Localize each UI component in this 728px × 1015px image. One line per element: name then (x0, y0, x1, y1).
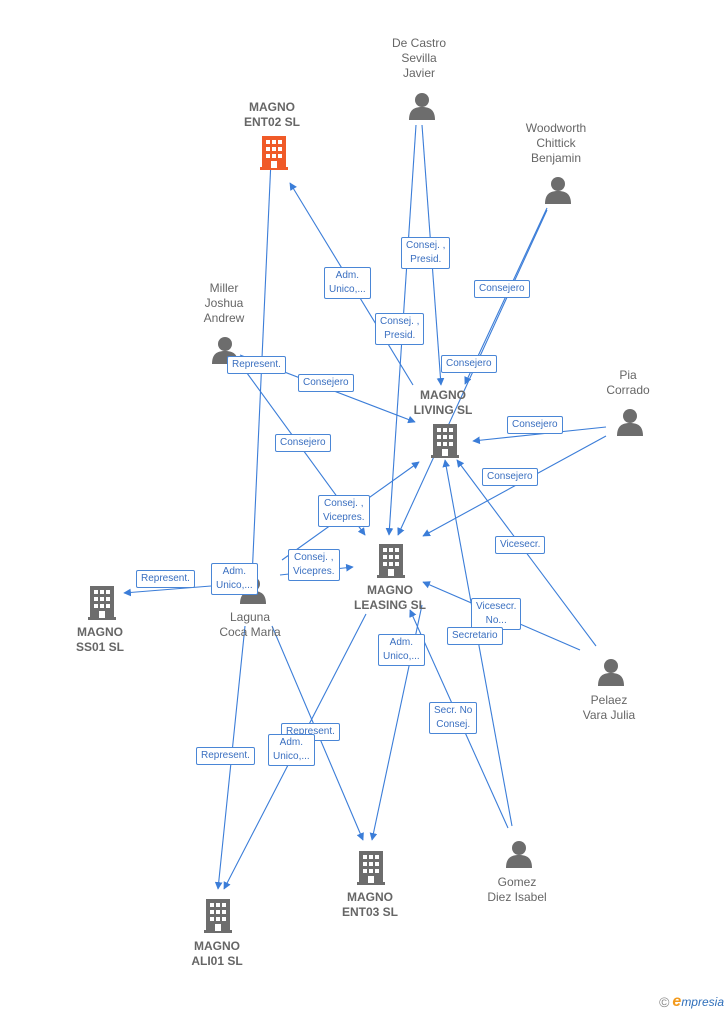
edge-pia-living (472, 426, 607, 445)
edge-label[interactable]: Consejero (474, 280, 530, 298)
node-label-woodworth[interactable]: Woodworth Chittick Benjamin (525, 121, 587, 165)
edge-label[interactable]: Vicesecr. No... (471, 598, 522, 630)
node-label-magno-living[interactable]: MAGNO LIVING SL (413, 388, 473, 417)
edge-label[interactable]: Adm. Unico,... (268, 734, 315, 766)
edge-label[interactable]: Consej. , Vicepres. (318, 495, 370, 527)
edge-label[interactable]: Adm. Unico,... (378, 634, 425, 666)
node-label-gomez[interactable]: Gomez Diez Isabel (487, 875, 547, 904)
edge-pia-leasing (422, 435, 607, 537)
edge-label[interactable]: Consej. , Vicepres. (288, 549, 340, 581)
edge-label[interactable]: Consejero (482, 468, 538, 486)
building-icon-magno-living[interactable] (431, 424, 459, 458)
node-label-laguna[interactable]: Laguna Coca Maria (219, 610, 281, 639)
edge-label[interactable]: Secr. No Consej. (429, 702, 478, 734)
edge-label[interactable]: Consejero (275, 434, 331, 452)
building-icon-magno-ent02[interactable] (260, 136, 288, 170)
building-icon-magno-ent03[interactable] (357, 851, 385, 885)
person-icon-de-castro[interactable] (409, 93, 435, 120)
building-icon-magno-ali01[interactable] (204, 899, 232, 933)
edge-label[interactable]: Represent. (227, 356, 286, 374)
node-label-magno-ali01[interactable]: MAGNO ALI01 SL (191, 939, 243, 968)
copyright-icon: © (659, 994, 670, 1010)
edge-label[interactable]: Represent. (136, 570, 195, 588)
brand-logo[interactable]: empresia (672, 993, 724, 1010)
edge-label[interactable]: Secretario (447, 627, 503, 645)
person-icon-pelaez[interactable] (598, 659, 624, 686)
person-icon-woodworth[interactable] (545, 177, 571, 204)
node-label-miller[interactable]: Miller Joshua Andrew (203, 281, 245, 325)
edge-label[interactable]: Consejero (441, 355, 497, 373)
node-label-magno-ss01[interactable]: MAGNO SS01 SL (75, 625, 125, 654)
edge-label[interactable]: Consejero (298, 374, 354, 392)
edge-label[interactable]: Adm. Unico,... (211, 563, 258, 595)
edge-label[interactable]: Adm. Unico,... (324, 267, 371, 299)
edge-label[interactable]: Consej. , Presid. (375, 313, 425, 345)
person-icon-pia[interactable] (617, 409, 643, 436)
node-label-magno-leasing[interactable]: MAGNO LEASING SL (353, 583, 427, 612)
node-label-magno-ent03[interactable]: MAGNO ENT03 SL (341, 890, 399, 919)
node-label-de-castro[interactable]: De Castro Sevilla Javier (391, 36, 447, 80)
edge-label[interactable]: Represent. (196, 747, 255, 765)
building-icon-magno-leasing[interactable] (377, 544, 405, 578)
node-label-pia[interactable]: Pia Corrado (606, 368, 650, 397)
node-label-magno-ent02[interactable]: MAGNO ENT02 SL (243, 100, 301, 129)
building-icon-magno-ss01[interactable] (88, 586, 116, 620)
node-label-pelaez[interactable]: Pelaez Vara Julia (582, 693, 636, 722)
edge-label[interactable]: Consejero (507, 416, 563, 434)
edge-label[interactable]: Vicesecr. (495, 536, 546, 554)
footer-brand: © empresia (659, 993, 724, 1011)
person-icon-gomez[interactable] (506, 841, 532, 868)
edge-label[interactable]: Consej. , Presid. (401, 237, 451, 269)
